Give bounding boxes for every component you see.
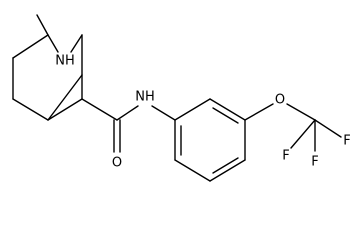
atom-ether-o: O [275, 93, 285, 108]
bond-ring-c3-c4 [47, 74, 83, 121]
bond-phenyl-o [244, 103, 274, 121]
bond-cf3-f-right [314, 119, 342, 138]
atom-ring-nh: NH [55, 54, 75, 69]
bond-ph-3-4 [209, 159, 246, 182]
bond-ph-inner-c [212, 107, 239, 124]
bond-o-cf3 [286, 103, 316, 121]
atom-fluorine-bottom: F [282, 149, 289, 164]
bond-carbonyl-nh [116, 105, 139, 121]
atom-fluorine-right: F [343, 134, 350, 149]
bond-ring-c4-c5 [12, 98, 49, 121]
bond-ring-c6-c1 [12, 34, 49, 59]
bond-nh-phenyl [151, 105, 176, 121]
bond-methyl [36, 14, 49, 36]
molecule-structure: NH NH O O F F F [12, 14, 351, 182]
bond-cf3-f-bottom [290, 119, 316, 149]
bond-ph-5-6 [209, 98, 246, 121]
atom-fluorine-top: F [311, 155, 318, 170]
bond-ph-2-3 [174, 159, 211, 182]
bond-ring-c3b [47, 98, 83, 121]
bond-ph-inner-b [212, 157, 239, 174]
bond-ph-6-1 [174, 98, 211, 121]
bond-ring-to-carbonyl [81, 98, 118, 121]
bond-ring-n1-c2 [70, 34, 83, 53]
bond-ring-c6-n1 [47, 34, 59, 53]
atom-amide-nh: NH [135, 90, 155, 105]
atom-carbonyl-o: O [112, 156, 122, 171]
